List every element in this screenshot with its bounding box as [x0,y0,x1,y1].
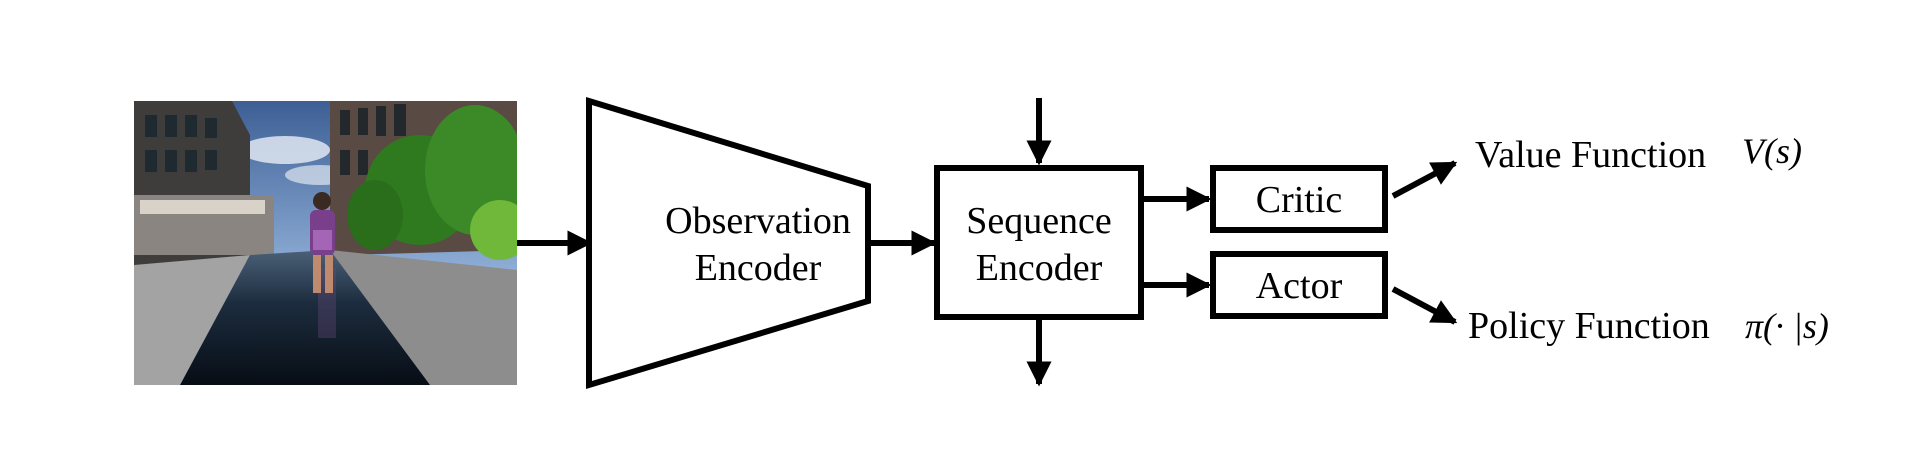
observation-encoder-label-2: Encoder [695,247,822,289]
sequence-encoder-label-2: Encoder [976,247,1103,289]
arrow-actor-to-policy [1391,286,1458,325]
value-function-label: Value Function [1475,134,1706,176]
sequence-encoder-label-1: Sequence [966,200,1112,242]
critic-label: Critic [1256,179,1343,221]
arrow-critic-to-value [1391,160,1458,199]
policy-function-math: π(· |s) [1745,306,1829,346]
value-function-math: V(s) [1742,131,1802,171]
policy-function-label: Policy Function [1468,305,1710,347]
actor-block [1210,251,1388,319]
observation-image [134,101,517,385]
sequence-encoder-block [934,165,1144,320]
actor-label: Actor [1256,265,1343,307]
observation-encoder-label-1: Observation [665,200,851,242]
observation-encoder-block [586,96,871,390]
critic-block [1210,165,1388,233]
